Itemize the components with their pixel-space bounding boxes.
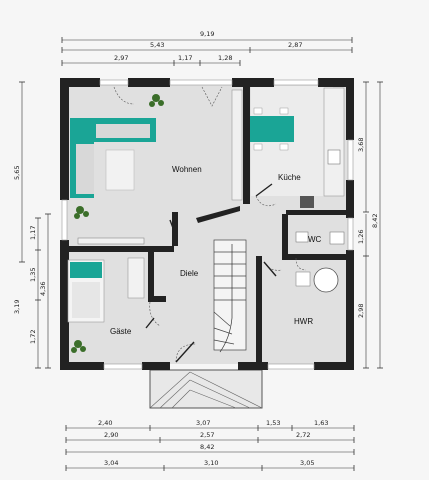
wc-basin (329, 231, 345, 245)
kitchen-counter (323, 87, 345, 197)
dim-bottom-r4-b: 3,10 (204, 459, 218, 467)
dim-right-kitchen: 3,68 (357, 138, 365, 152)
sink (327, 149, 341, 165)
dim-top-row3-c: 1,28 (218, 54, 232, 62)
room-label-wohnen: Wohnen (172, 165, 202, 174)
room-label-hwr: HWR (294, 317, 313, 326)
staircase (213, 239, 247, 353)
dim-top-row2-right: 2,87 (288, 41, 302, 49)
dimension-lines (21, 39, 381, 469)
dim-bottom-r1-a: 2,40 (98, 419, 112, 427)
dim-left-upper: 5,65 (13, 166, 21, 180)
dim-bottom-r1-b: 3,07 (196, 419, 210, 427)
bed (67, 259, 105, 323)
dim-bottom-r1-d: 1,63 (314, 419, 328, 427)
dim-bottom-r1-c: 1,53 (266, 419, 280, 427)
room-label-gaeste: Gäste (110, 327, 132, 336)
dim-left-c: 4,36 (39, 282, 47, 296)
dim-bottom-r4-a: 3,04 (104, 459, 118, 467)
stove (300, 196, 314, 208)
dim-left-d: 3,19 (13, 300, 21, 314)
toilet (295, 231, 309, 243)
utility-box (295, 271, 311, 287)
walls (60, 78, 354, 370)
windows (61, 79, 354, 370)
dim-left-a: 1,17 (29, 226, 37, 240)
plant-icon (149, 94, 164, 107)
wardrobe (127, 257, 145, 299)
dim-left-e: 1,72 (29, 330, 37, 344)
dim-bottom-r3-total: 8,42 (200, 443, 214, 451)
entry-step-pattern (149, 371, 263, 409)
plant-icon (74, 206, 89, 219)
door-leaves (145, 183, 277, 363)
dim-right-total: 8,42 (371, 214, 379, 228)
dim-top-row3-b: 1,17 (178, 54, 192, 62)
dining-table (250, 107, 294, 151)
washing-machine (313, 267, 339, 293)
dimension-ticks (19, 37, 383, 471)
dim-left-b: 1,35 (29, 268, 37, 282)
door-swings (113, 86, 307, 363)
kitchen-counter (231, 89, 243, 201)
plant-icon (71, 340, 86, 353)
room-label-diele: Diele (180, 269, 199, 278)
dim-top-row2-left: 5,43 (150, 41, 164, 49)
dim-bottom-r4-c: 3,05 (300, 459, 314, 467)
dim-top-row3-a: 2,97 (114, 54, 128, 62)
dim-bottom-r2-a: 2,90 (104, 431, 118, 439)
dim-bottom-r2-b: 2,57 (200, 431, 214, 439)
dim-bottom-r2-c: 2,72 (296, 431, 310, 439)
sofa (70, 118, 156, 198)
tv-cabinet (77, 237, 145, 245)
coffee-table (105, 149, 135, 191)
room-label-kueche: Küche (278, 173, 301, 182)
dim-right-hwr: 2,98 (357, 304, 365, 318)
dim-right-wc: 1,26 (357, 230, 365, 244)
dim-top-total: 9,19 (200, 30, 214, 38)
entry-steps (149, 369, 263, 409)
room-label-wc: WC (308, 235, 322, 244)
